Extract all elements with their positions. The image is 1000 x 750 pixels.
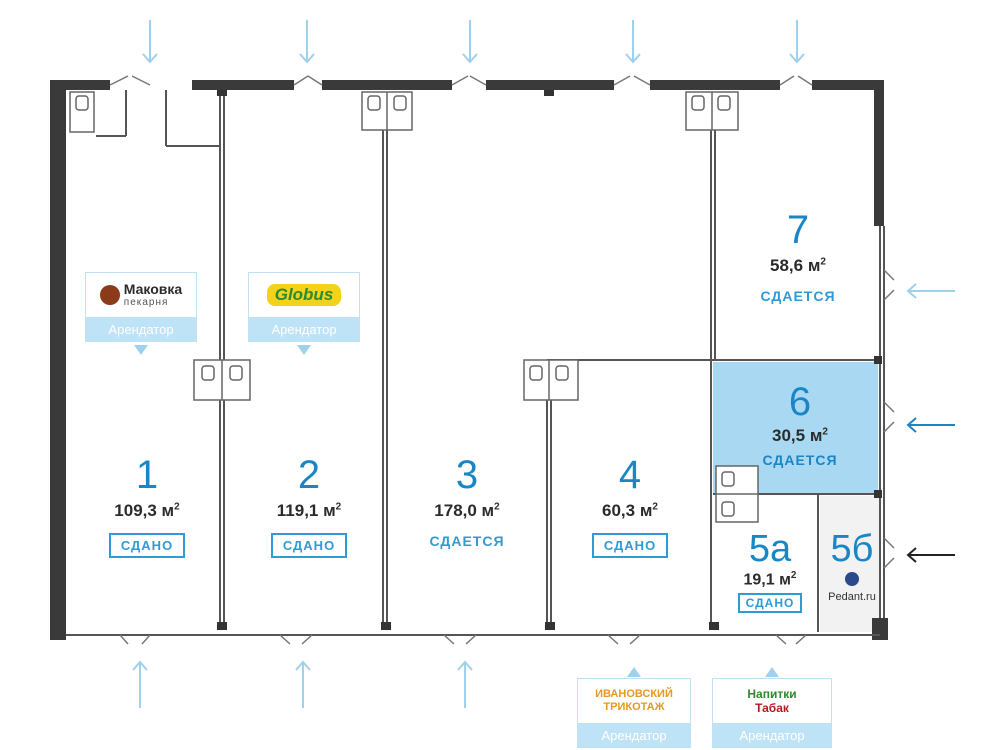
unit-area: 109,3 м2	[114, 501, 180, 520]
status-badge: СДАНО	[108, 533, 186, 558]
tenant-label: Арендатор	[578, 723, 690, 747]
tenant-card-makovka[interactable]: Маковка пекарня Арендатор	[85, 272, 197, 355]
pedant-logo: Pedant.ru	[820, 572, 884, 603]
unit-7[interactable]: 7 58,6 м2 СДАЕТСЯ	[738, 210, 858, 304]
napitki-logo: Напитки Табак	[713, 679, 831, 723]
tenant-card-napitki[interactable]: Напитки Табак Арендатор	[712, 667, 832, 748]
pointer-icon	[627, 667, 641, 677]
partitions	[66, 90, 885, 636]
entrance-arrows-bottom	[132, 660, 473, 708]
globus-logo: Globus	[249, 273, 359, 317]
unit-number: 4	[618, 453, 642, 497]
bathroom-fixtures	[69, 91, 759, 523]
tenant-card-globus[interactable]: Globus Арендатор	[248, 272, 360, 355]
doors	[109, 75, 895, 645]
globus-brand: Globus	[266, 284, 342, 306]
unit-number: 2	[297, 453, 321, 497]
unit-area: 178,0 м2	[434, 501, 500, 520]
unit-area: 60,3 м2	[602, 501, 658, 520]
unit-5a[interactable]: 5а 19,1 м2 СДАНО	[722, 528, 818, 614]
unit-number: 7	[786, 208, 810, 252]
pedant-name: Pedant.ru	[828, 591, 876, 603]
status-badge: СДАНО	[270, 533, 348, 558]
tenant-label: Арендатор	[86, 317, 196, 341]
unit-area: 19,1 м2	[743, 570, 797, 589]
status-badge: СДАЕТСЯ	[429, 533, 505, 549]
unit-number: 3	[455, 453, 479, 497]
ivanovsky-line2: ТРИКОТАЖ	[603, 701, 665, 713]
napitki-line1: Напитки	[747, 686, 797, 701]
unit-6[interactable]: 6 30,5 м2 СДАЕТСЯ	[740, 382, 860, 468]
makovka-brand: Маковка	[123, 280, 183, 297]
unit-number: 5а	[748, 528, 792, 570]
unit-5b-area[interactable]	[820, 496, 880, 632]
status-badge: СДАЕТСЯ	[762, 452, 838, 468]
napitki-line2: Табак	[755, 701, 789, 715]
tenant-label: Арендатор	[249, 317, 359, 341]
unit-5b[interactable]: 5б Pedant.ru	[820, 530, 884, 603]
makovka-sub: пекарня	[123, 297, 169, 309]
makovka-logo: Маковка пекарня	[86, 273, 196, 317]
unit-number: 1	[135, 453, 159, 497]
unit-area: 58,6 м2	[770, 256, 826, 275]
unit-3[interactable]: 3 178,0 м2 СДАЕТСЯ	[412, 455, 522, 549]
ivanovsky-logo: ИВАНОВСКИЙ ТРИКОТАЖ	[578, 679, 690, 723]
entrance-arrows-top	[142, 20, 805, 64]
pointer-icon	[765, 667, 779, 677]
unit-1[interactable]: 1 109,3 м2 СДАНО	[92, 455, 202, 558]
pointer-icon	[134, 345, 148, 355]
status-badge: СДАНО	[591, 533, 669, 558]
status-badge: СДАЕТСЯ	[760, 288, 836, 304]
unit-2[interactable]: 2 119,1 м2 СДАНО	[254, 455, 364, 558]
entrance-arrows-right	[906, 283, 955, 563]
ivanovsky-line1: ИВАНОВСКИЙ	[595, 687, 673, 700]
unit-number: 5б	[830, 528, 874, 570]
unit-number: 6	[788, 380, 812, 424]
tenant-label: Арендатор	[713, 723, 831, 747]
pointer-icon	[297, 345, 311, 355]
wall-caps	[217, 90, 882, 630]
unit-area: 119,1 м2	[276, 501, 342, 520]
tenant-card-ivanovsky[interactable]: ИВАНОВСКИЙ ТРИКОТАЖ Арендатор	[577, 667, 691, 748]
status-badge: СДАНО	[737, 593, 803, 614]
unit-area: 30,5 м2	[772, 426, 828, 445]
unit-4[interactable]: 4 60,3 м2 СДАНО	[575, 455, 685, 558]
bread-icon	[99, 285, 120, 305]
person-icon	[845, 572, 859, 586]
